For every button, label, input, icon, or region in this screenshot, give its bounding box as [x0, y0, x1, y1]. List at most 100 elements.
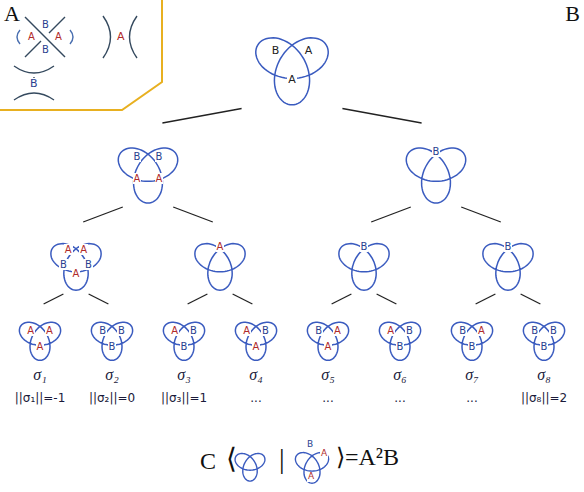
knot-drawing — [237, 11, 347, 106]
crossing-label: B — [314, 325, 323, 336]
knot-drawing — [9, 307, 71, 361]
tree-branch — [173, 207, 213, 222]
knot-strand — [379, 322, 420, 360]
crossing-label: B — [189, 325, 198, 336]
knot-diagram: BAAB — [103, 126, 193, 204]
knot-diagram: A A B — [237, 11, 347, 106]
crossing-label: A — [324, 341, 333, 352]
knot-strand — [523, 322, 564, 360]
knot-drawing — [441, 307, 503, 361]
knot-strand — [307, 322, 348, 360]
crossing-label: A — [54, 31, 63, 42]
crossing-label: B — [117, 325, 126, 336]
knot-diagram: AAB — [297, 307, 359, 361]
panel-letter: A — [4, 2, 20, 26]
knot-diagram: A — [181, 225, 259, 291]
panel-letter: C — [200, 448, 216, 474]
knot-strand — [235, 322, 276, 360]
knot-diagram: B — [391, 126, 481, 204]
crossing-label: B — [549, 325, 558, 336]
crossing-label: B — [271, 45, 281, 56]
crossing-label: B — [59, 259, 68, 270]
tree-branch — [89, 294, 109, 304]
knot-drawing — [81, 307, 143, 361]
crossing-label: A — [133, 173, 142, 184]
crossing-label: B — [133, 151, 142, 162]
knot-strand — [19, 322, 60, 360]
knot-strand — [51, 244, 101, 291]
crossing-label: B — [405, 325, 414, 336]
crossing-label: A — [307, 472, 315, 482]
crossing-label: B — [530, 325, 539, 336]
crossing-label: A — [27, 31, 36, 42]
crossing-label: B — [396, 341, 405, 352]
crossing-label: B — [540, 341, 549, 352]
state-norm: ... — [322, 392, 333, 405]
crossing-label: B — [108, 341, 117, 352]
tree-branch — [342, 109, 421, 124]
state-name: σ₂ — [105, 366, 118, 384]
splice-symbol — [14, 16, 137, 100]
knot-diagram: ABABA — [37, 225, 115, 291]
crossing-label: A — [386, 325, 395, 336]
crossing-label: A — [45, 325, 54, 336]
knot-strand — [118, 148, 177, 203]
knot-diagram: BBA — [369, 307, 431, 361]
crossing-label: B — [41, 19, 50, 30]
inset-border — [0, 0, 162, 110]
crossing-label: A — [216, 241, 225, 252]
formula: ⟩=A²B — [336, 444, 399, 470]
knot-icon — [235, 454, 265, 482]
knot-drawing — [513, 307, 575, 361]
knot-diagram: AAA — [9, 307, 71, 361]
knot-drawing — [103, 126, 193, 204]
state-norm: ||σ₁||=-1 — [15, 392, 66, 405]
crossing-label: B — [504, 241, 513, 252]
crossing-label: A — [36, 341, 45, 352]
tree-branch — [233, 294, 253, 304]
state-name: σ₄ — [249, 366, 262, 384]
crossing-label: A — [242, 325, 251, 336]
crossing-label: A — [155, 173, 164, 184]
knot-diagram: B — [469, 225, 547, 291]
panel-letter: B — [565, 2, 580, 26]
crossing-label: B — [306, 440, 314, 450]
crossing-symbol — [17, 17, 73, 57]
crossing-label: B — [98, 325, 107, 336]
state-name: σ₃ — [177, 366, 190, 384]
state-norm: ... — [394, 392, 405, 405]
tree-branch — [44, 294, 64, 304]
knot-drawing — [297, 307, 359, 361]
tree-branch — [476, 294, 496, 304]
splice-label: A — [116, 31, 126, 43]
tree-branch — [332, 294, 352, 304]
knot-strand — [163, 322, 204, 360]
knot-drawing — [369, 307, 431, 361]
tree-branch — [377, 294, 397, 304]
knot-diagram: BBA — [153, 307, 215, 361]
knot-drawing — [325, 225, 403, 291]
knot-drawing — [181, 225, 259, 291]
crossing-label: A — [304, 45, 314, 56]
state-name: σ₇ — [465, 366, 478, 384]
crossing-label: B — [468, 341, 477, 352]
state-norm: ... — [466, 392, 477, 405]
crossing-label: A — [477, 325, 486, 336]
crossing-label: A — [252, 341, 261, 352]
knot-diagram: B — [325, 225, 403, 291]
crossing-label: A — [333, 325, 342, 336]
crossing-label: A — [287, 74, 297, 85]
knot-strand — [256, 37, 328, 104]
crossing-label: B — [458, 325, 467, 336]
crossing-label: A — [170, 325, 179, 336]
state-name: σ₅ — [321, 366, 334, 384]
state-norm: ||σ₃||=1 — [161, 392, 207, 405]
knot-strand — [451, 322, 492, 360]
bracket: | — [279, 444, 285, 475]
knot-strand — [91, 322, 132, 360]
tree-branch — [371, 207, 411, 222]
knot-drawing — [469, 225, 547, 291]
crossing-label: B — [261, 325, 270, 336]
crossing-label: A — [26, 325, 35, 336]
crossing-label: B — [84, 259, 93, 270]
